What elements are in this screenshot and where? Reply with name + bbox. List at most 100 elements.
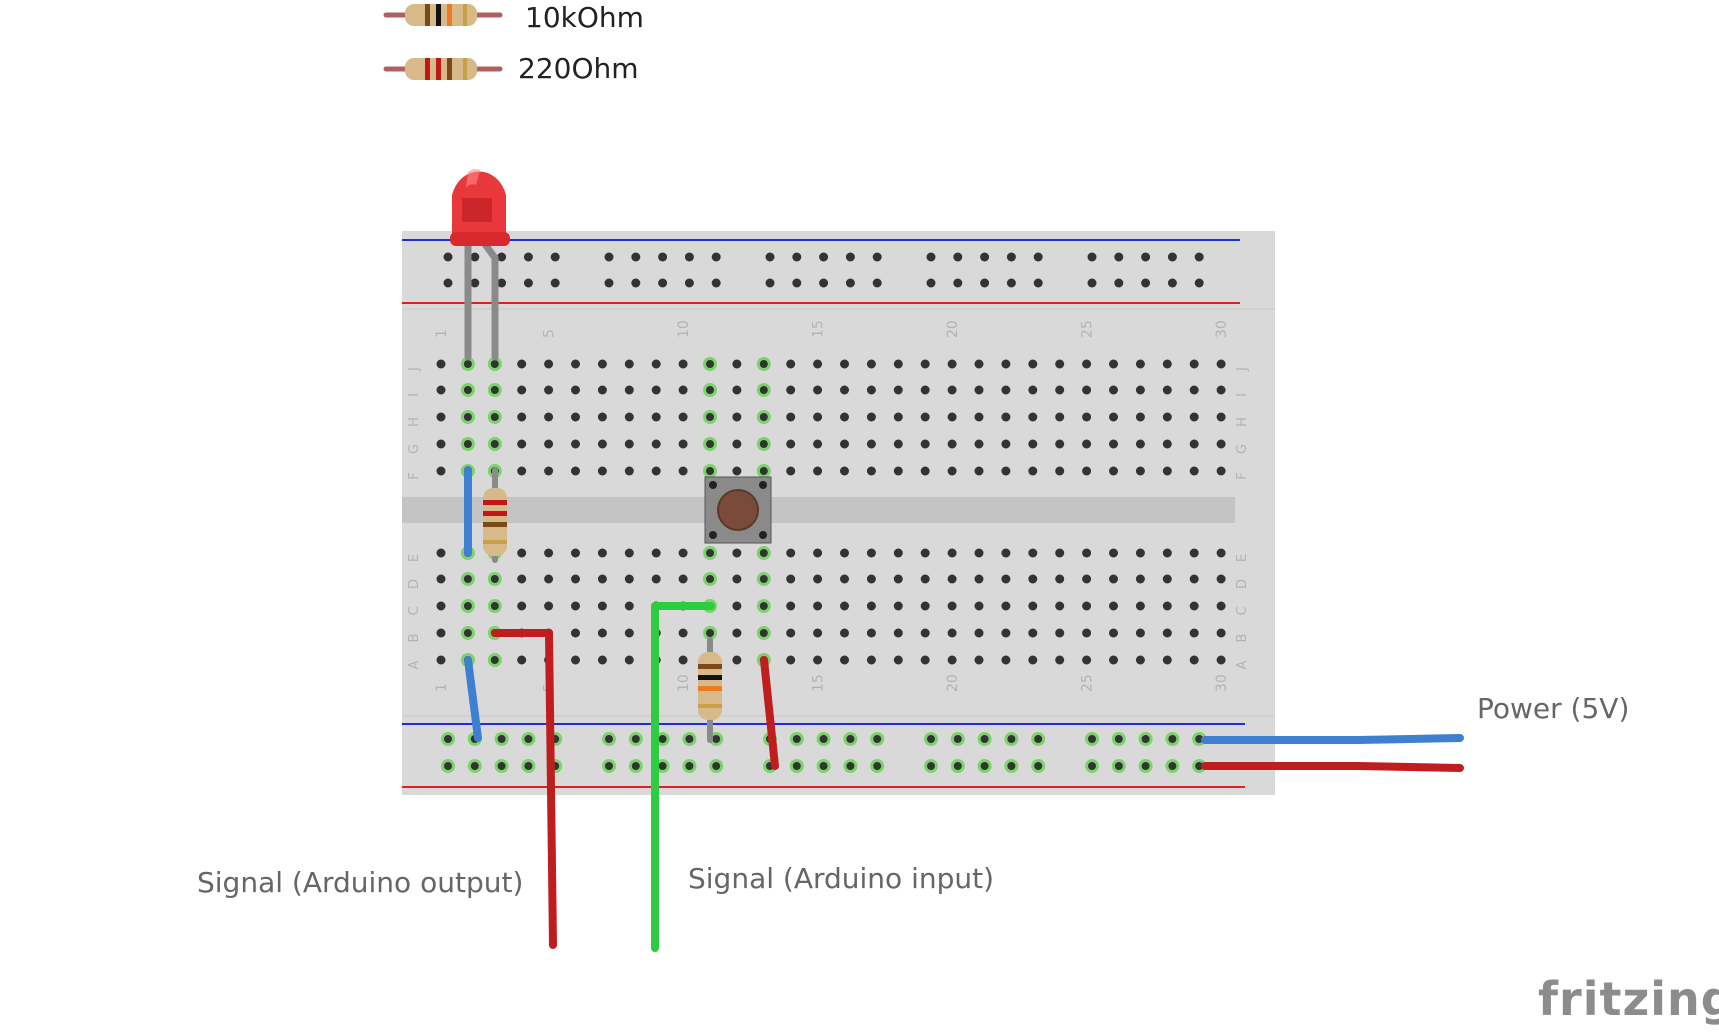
hole-rail-top-0-4-0	[550, 252, 560, 262]
hole-bottom-12-0	[732, 548, 742, 558]
hole-rail-bottom-1-3-0	[682, 732, 697, 746]
hole-rail-top-2-0-0	[765, 252, 775, 262]
hole-top-20-4	[947, 466, 957, 476]
hole-rail-bottom-3-1-1	[950, 759, 965, 773]
hole-bottom-5-2	[544, 601, 554, 611]
hole-bottom-28-1	[1162, 574, 1172, 584]
resistor-led-series	[483, 467, 507, 563]
hole-top-9-2	[651, 412, 661, 422]
hole-bottom-6-0	[571, 548, 580, 558]
hole-rail-top-3-1-0	[953, 252, 963, 262]
hole-top-5-3	[544, 439, 554, 449]
row-letter-h-left: H	[407, 417, 422, 427]
hole-rail-top-4-3-0	[1167, 252, 1177, 262]
hole-rail-top-0-3-1	[523, 278, 533, 288]
hole-top-12-2	[732, 412, 742, 422]
hole-rail-bottom-4-3-1	[1165, 759, 1180, 773]
hole-rail-top-0-2-0	[497, 252, 507, 262]
hole-rail-top-0-1-1	[470, 278, 480, 288]
hole-bottom-17-4	[866, 655, 876, 665]
row-letter-a-left: A	[407, 660, 422, 669]
hole-rail-bottom-1-3-1	[682, 759, 697, 773]
hole-rail-top-3-1-1	[953, 278, 963, 288]
hole-rail-top-3-2-0	[980, 252, 990, 262]
hole-bottom-30-2	[1216, 601, 1226, 611]
hole-rail-top-0-0-0	[443, 252, 453, 262]
hole-top-4-3	[517, 439, 527, 449]
hole-top-13-0	[756, 357, 771, 371]
hole-bottom-24-0	[1055, 548, 1065, 558]
column-number-20: 20	[945, 320, 961, 338]
hole-top-16-3	[840, 439, 849, 449]
hole-rail-top-3-0-1	[926, 278, 936, 288]
hole-rail-top-4-1-0	[1114, 252, 1124, 262]
hole-top-12-3	[732, 439, 742, 449]
hole-rail-top-4-4-1	[1194, 278, 1204, 288]
hole-bottom-20-4	[947, 655, 957, 665]
hole-top-13-3	[756, 437, 771, 451]
hole-rail-top-1-3-0	[684, 252, 694, 262]
hole-bottom-5-1	[544, 574, 554, 584]
hole-top-26-2	[1109, 412, 1118, 422]
hole-top-8-4	[624, 466, 634, 476]
hole-top-14-4	[786, 466, 796, 476]
hole-bottom-18-3	[893, 628, 903, 638]
hole-top-30-2	[1216, 412, 1226, 422]
hole-bottom-20-1	[947, 574, 957, 584]
hole-bottom-14-2	[786, 601, 796, 611]
hole-bottom-12-3	[732, 628, 742, 638]
hole-rail-bottom-3-3-1	[1004, 759, 1019, 773]
hole-bottom-28-0	[1162, 548, 1172, 558]
hole-rail-top-2-4-1	[872, 278, 882, 288]
row-letter-j-left: J	[407, 367, 422, 372]
hole-rail-bottom-1-0-1	[602, 759, 616, 773]
hole-bottom-9-1	[651, 574, 661, 584]
hole-bottom-13-3	[756, 626, 771, 640]
hole-bottom-1-3	[436, 628, 446, 638]
column-number-1: 1	[434, 683, 450, 692]
hole-top-27-1	[1135, 385, 1145, 395]
hole-bottom-30-0	[1216, 548, 1226, 558]
hole-top-7-1	[597, 385, 607, 395]
hole-bottom-25-0	[1082, 548, 1092, 558]
hole-bottom-16-3	[840, 628, 849, 638]
hole-bottom-8-1	[624, 574, 634, 584]
hole-top-17-3	[866, 439, 876, 449]
hole-top-13-4	[756, 464, 771, 478]
hole-bottom-2-2	[460, 599, 475, 613]
hole-top-16-2	[840, 412, 849, 422]
hole-top-14-2	[786, 412, 796, 422]
hole-bottom-1-0	[436, 548, 446, 558]
row-letter-f-right: F	[1235, 472, 1250, 479]
label-signal-output: Signal (Arduino output)	[197, 866, 523, 899]
column-number-25: 25	[1080, 320, 1096, 338]
hole-rail-top-1-0-0	[604, 252, 614, 262]
hole-top-3-3	[487, 437, 502, 451]
hole-top-26-4	[1109, 466, 1118, 476]
hole-rail-bottom-0-3-1	[521, 759, 536, 773]
hole-bottom-11-1	[703, 572, 717, 586]
hole-rail-top-2-0-1	[765, 278, 775, 288]
hole-bottom-19-4	[920, 655, 930, 665]
hole-bottom-13-0	[756, 546, 771, 560]
column-number-10: 10	[676, 674, 692, 692]
hole-top-6-1	[571, 385, 580, 395]
hole-top-25-3	[1082, 439, 1092, 449]
hole-bottom-8-0	[624, 548, 634, 558]
hole-bottom-15-0	[813, 548, 823, 558]
hole-bottom-1-4	[436, 655, 446, 665]
hole-bottom-27-3	[1135, 628, 1145, 638]
hole-top-21-1	[974, 385, 984, 395]
hole-top-29-1	[1189, 385, 1199, 395]
hole-bottom-25-2	[1082, 601, 1092, 611]
column-number-10: 10	[676, 320, 692, 338]
wire-red-signal-output	[491, 629, 557, 949]
hole-bottom-27-1	[1135, 574, 1145, 584]
hole-rail-top-2-1-1	[792, 278, 802, 288]
hole-top-3-2	[487, 410, 502, 424]
hole-rail-bottom-2-2-0	[816, 732, 831, 746]
hole-top-8-2	[624, 412, 634, 422]
hole-top-24-4	[1055, 466, 1065, 476]
